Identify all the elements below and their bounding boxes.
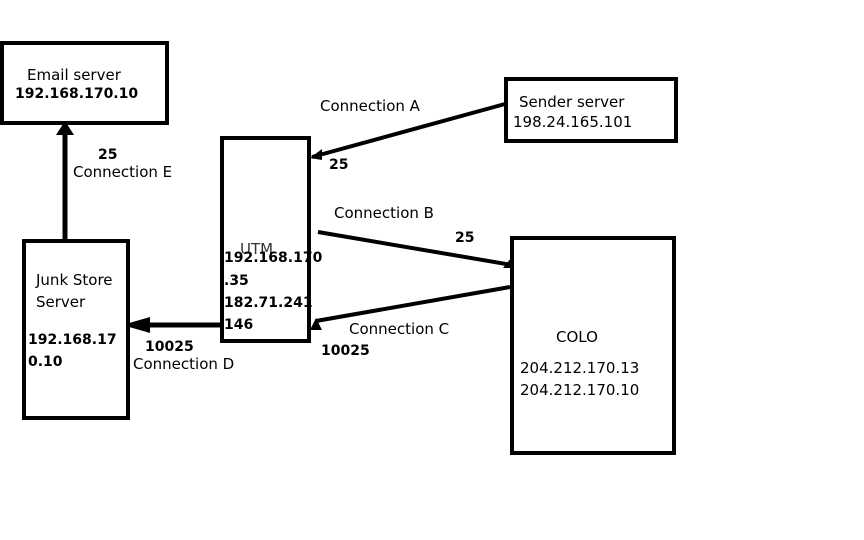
connection-a-arrowhead (310, 149, 322, 160)
connection-a-port: 25 (329, 157, 349, 173)
sender-server-box (504, 77, 678, 143)
connection-e-arrowhead (56, 121, 74, 135)
junk-store-ip-line-2: 0.10 (28, 354, 63, 370)
connection-a-label: Connection A (320, 97, 420, 115)
connection-e-label: Connection E (73, 163, 173, 181)
connection-e-port: 25 (98, 147, 118, 163)
connection-a-line (311, 102, 506, 159)
connection-c-line (315, 285, 511, 323)
sender-server-ip: 198.24.165.101 (513, 113, 633, 131)
connection-d-label: Connection D (133, 355, 235, 373)
connection-c-label: Connection C (349, 320, 450, 338)
connection-b-line (317, 230, 513, 267)
sender-server-name: Sender server (519, 93, 625, 111)
utm-name: UTM (240, 240, 274, 258)
connection-b-label: Connection B (334, 204, 434, 222)
utm-ip-line-4: 146 (224, 317, 254, 333)
junk-store-server-box (22, 239, 130, 420)
email-server-name: Email server (27, 66, 121, 84)
connection-d-port: 10025 (145, 339, 194, 355)
connection-c-port: 10025 (321, 343, 370, 359)
email-server-box (0, 41, 169, 125)
email-server-ip: 192.168.170.10 (15, 86, 139, 102)
colo-name: COLO (556, 328, 598, 346)
junk-store-name-line-2: Server (36, 293, 86, 311)
connection-c-arrowhead (310, 318, 322, 330)
junk-store-name-line-1: Junk Store (36, 271, 113, 289)
connection-b-port: 25 (455, 230, 475, 246)
colo-box (510, 236, 676, 455)
utm-ip-line-2: .35 (224, 273, 249, 289)
utm-ip-line-1: 192.168.170 (224, 250, 323, 266)
junk-store-ip-line-1: 192.168.17 (28, 332, 117, 348)
utm-ip-line-3: 182.71.241 (224, 295, 313, 311)
colo-ip-2: 204.212.170.10 (520, 381, 640, 399)
utm-box (220, 136, 311, 343)
connection-d-arrowhead (122, 317, 150, 333)
colo-ip-1: 204.212.170.13 (520, 359, 640, 377)
